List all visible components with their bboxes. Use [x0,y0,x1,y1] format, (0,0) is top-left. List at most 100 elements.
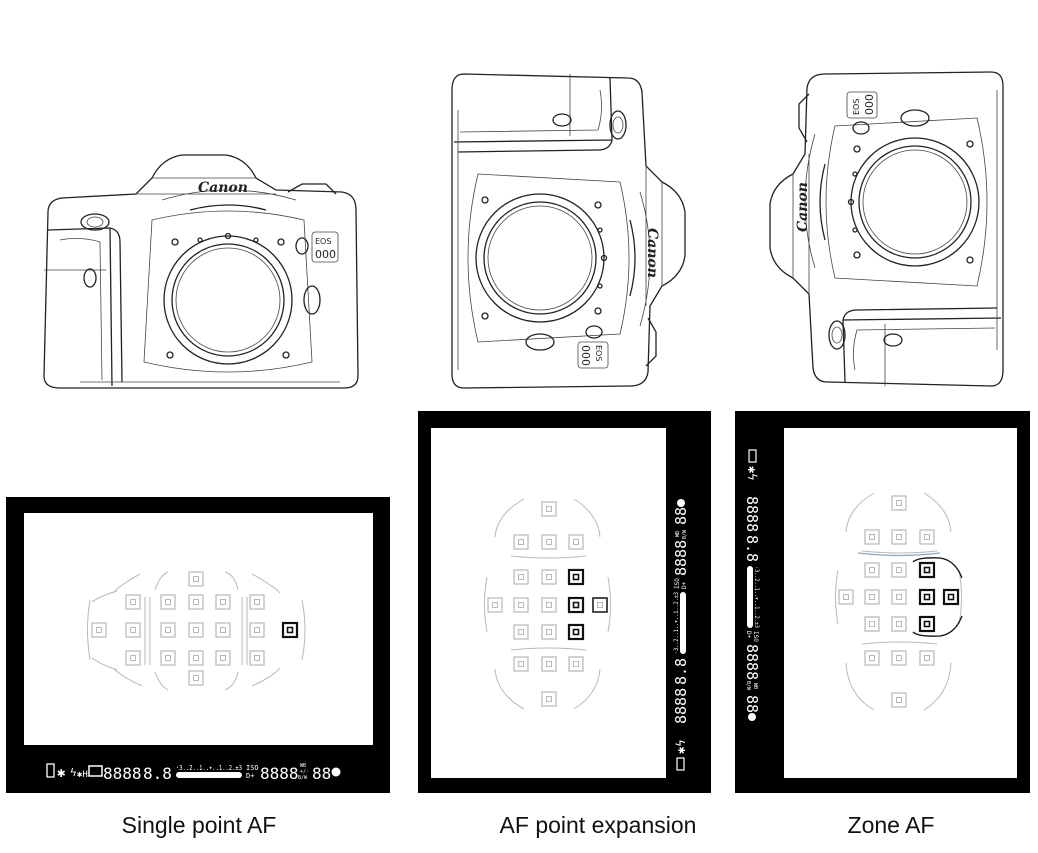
panel-label-af-expansion: AF point expansion [499,812,697,838]
af-point [91,622,107,638]
af-point [891,529,907,545]
panel-label-zone-af: Zone AF [847,812,935,838]
af-area-bracket [845,662,952,711]
af-point [864,589,880,605]
wb-label: WB [300,763,306,769]
svg-text:WB: WB [752,683,758,689]
af-point [215,650,231,666]
status-bar: ✱ ϟ ✱H 8888 8.8 ·3..2..1..▾..1..2.±3 ISO… [46,763,341,783]
af-point-selected [567,568,585,586]
af-point [188,571,204,587]
svg-text:8.8: 8.8 [672,658,690,685]
focus-confirmation-icon [331,767,341,777]
svg-text:ISO: ISO [752,631,759,642]
panel-label-single-point: Single point AF [121,812,277,838]
af-point [125,622,141,638]
camera-vertical-grip-up [451,73,686,389]
af-point [249,622,265,638]
aperture-readout: 8.8 [143,764,172,783]
viewfinder-single-point: ✱ ϟ ✱H 8888 8.8 ·3..2..1..▾..1..2.±3 ISO… [6,497,390,793]
af-point [513,656,529,672]
af-point-grid [87,571,306,691]
af-point [919,529,935,545]
svg-text:WB: WB [675,531,681,537]
max-burst-readout: 88 [312,764,331,783]
af-point-selected [592,597,608,613]
ae-lock-icon: ✱ [57,765,66,781]
exposure-scale-labels: ·3..2..1..▾..1..2.±3 [176,764,242,772]
af-area-bracket [861,550,938,645]
camera-brand-logo: Canon [198,180,248,196]
af-point [215,622,231,638]
wb-comp-label: +/- [300,769,309,775]
af-point [249,594,265,610]
af-point-selected [918,588,936,606]
af-point [160,594,176,610]
af-point [864,562,880,578]
svg-text:D+: D+ [745,631,752,639]
af-point [541,569,557,585]
af-point [541,691,557,707]
iso-readout: 8888 [260,764,299,783]
svg-text:8888: 8888 [672,688,690,724]
af-point [864,616,880,632]
af-point-selected [942,588,960,606]
af-point [568,656,584,672]
af-area-bracket [154,571,239,691]
af-point [188,670,204,686]
svg-text:·3..2..1..▾..1..2.±3: ·3..2..1..▾..1..2.±3 [673,592,680,654]
af-point [487,597,503,613]
af-point [188,594,204,610]
af-area-bracket [251,573,306,687]
af-point [864,650,880,666]
iso-label: ISO [246,764,259,772]
exposure-level-bar [176,772,242,778]
af-point [513,597,529,613]
af-point-selected [281,621,299,639]
af-point [188,622,204,638]
svg-text:ISO: ISO [674,578,681,589]
af-point [891,562,907,578]
flash-icon: ϟ [70,766,77,779]
af-point [513,569,529,585]
af-point [249,650,265,666]
af-point [125,594,141,610]
camera-front-view: Canon EOS 000 [43,154,359,389]
battery-icon [46,763,55,778]
af-area-bracket [912,557,963,637]
af-point [541,597,557,613]
high-speed-sync-icon: ✱H [77,770,88,780]
camera-model-number: 000 [315,248,336,261]
af-point [513,624,529,640]
bw-label: B/W [298,775,308,781]
svg-text:B/W: B/W [682,529,688,539]
af-area-bracket [144,596,248,665]
status-bar-vertical: ✱ϟ 8888 8.8 ·3..2..1..▾..1..2.±3 ISO D+ … [672,499,690,771]
camera-vertical-grip-down [769,71,1004,387]
af-point [541,501,557,517]
af-area-bracket [484,576,611,633]
af-point [838,589,854,605]
af-point [160,622,176,638]
af-point [125,650,141,666]
svg-text:88: 88 [743,695,761,713]
af-point [188,650,204,666]
af-point [891,692,907,708]
af-point [541,656,557,672]
shutter-speed-readout: 8888 [103,764,142,783]
af-point [891,495,907,511]
svg-text:✱ϟ: ✱ϟ [674,740,688,754]
af-point-selected [567,596,585,614]
svg-text:8.8: 8.8 [743,535,761,562]
svg-text:88: 88 [672,507,690,525]
af-area-bracket [857,552,941,557]
af-area-bracket [835,569,962,625]
af-point [891,616,907,632]
af-point [864,529,880,545]
af-point [568,534,584,550]
highlight-tone-label: D+ [246,772,254,780]
af-point-selected [918,615,936,633]
svg-text:8888: 8888 [743,496,761,532]
af-point-selected [918,561,936,579]
